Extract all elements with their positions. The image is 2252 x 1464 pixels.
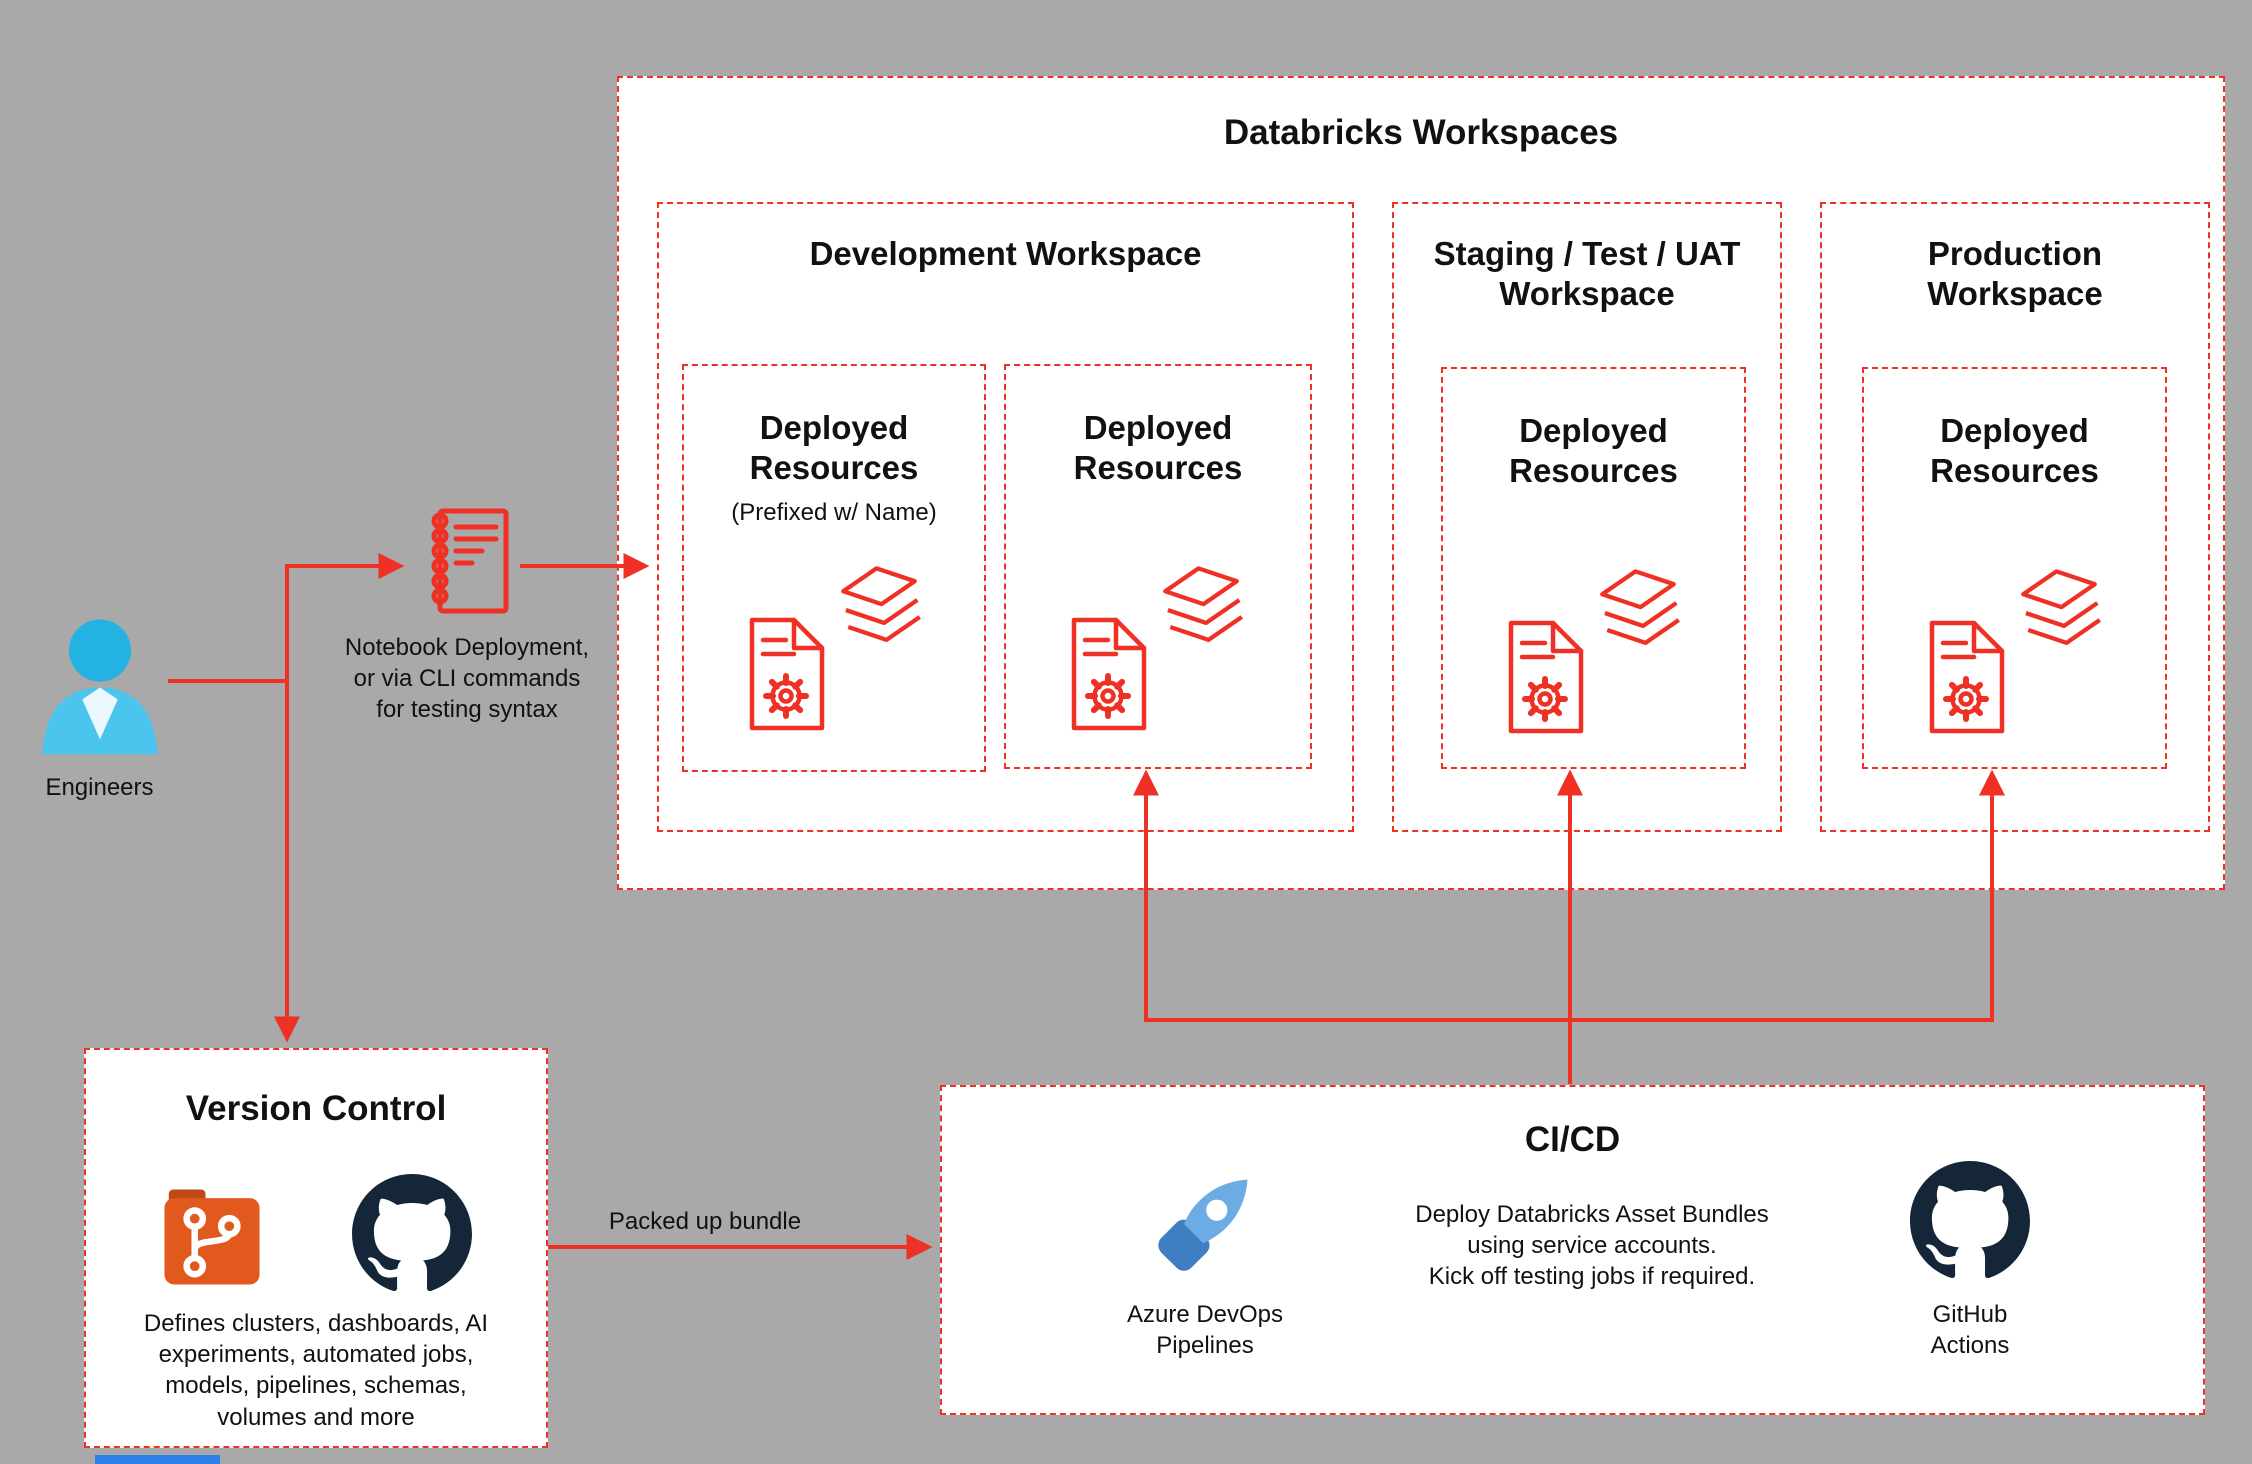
- version-control-panel: Version Control Defines clusters, dashbo…: [84, 1048, 548, 1448]
- bottom-edge-artifact: [95, 1455, 220, 1464]
- databricks-workspaces-panel: Databricks Workspaces Development Worksp…: [617, 76, 2225, 890]
- azure-devops-label: Azure DevOps Pipelines: [1126, 1301, 1284, 1360]
- packed-bundle-label: Packed up bundle: [608, 1208, 802, 1235]
- github-actions-icon: [1910, 1161, 2030, 1281]
- deployed-resources-box-dev: Deployed Resources: [1004, 364, 1312, 769]
- github-actions-label: GitHub Actions: [1930, 1301, 2010, 1360]
- resource-stack-icon: [1593, 565, 1688, 653]
- deployed-resources-title: Deployed Resources: [1509, 412, 1678, 489]
- document-gear-icon: [1495, 617, 1595, 737]
- version-control-title: Version Control: [185, 1089, 447, 1128]
- deployed-resources-title: Deployed Resources: [749, 409, 919, 486]
- staging-workspace-title: Staging / Test / UAT Workspace: [1433, 235, 1741, 312]
- version-control-description: Defines clusters, dashboards, AI experim…: [143, 1310, 489, 1431]
- deployed-resources-box-dev-prefixed: Deployed Resources (Prefixed w/ Name): [682, 364, 986, 772]
- development-workspace-title: Development Workspace: [809, 235, 1202, 272]
- resource-stack-icon: [834, 562, 929, 650]
- azure-devops-pipelines-icon: [1150, 1171, 1256, 1277]
- deployed-resources-title: Deployed Resources: [1073, 409, 1243, 486]
- production-workspace-panel: Production Workspace Deployed Resources: [1820, 202, 2210, 832]
- github-icon: [352, 1174, 472, 1294]
- databricks-workspaces-title: Databricks Workspaces: [1223, 113, 1619, 152]
- cicd-description: Deploy Databricks Asset Bundles using se…: [1415, 1201, 1769, 1291]
- document-gear-icon: [736, 614, 836, 734]
- engineers-figure: Engineers: [22, 612, 177, 802]
- deployed-resources-title: Deployed Resources: [1930, 412, 2099, 489]
- cicd-title: CI/CD: [1524, 1120, 1621, 1159]
- resource-stack-icon: [1156, 562, 1251, 650]
- notebook-icon: [412, 505, 516, 617]
- development-workspace-panel: Development Workspace Deployed Resources…: [657, 202, 1354, 832]
- deployed-resources-subtitle: (Prefixed w/ Name): [731, 499, 937, 527]
- resource-stack-icon: [2014, 565, 2109, 653]
- production-workspace-title: Production Workspace: [1927, 235, 2103, 312]
- document-gear-icon: [1916, 617, 2016, 737]
- git-icon: [158, 1182, 266, 1292]
- document-gear-icon: [1058, 614, 1158, 734]
- deployed-resources-box-production: Deployed Resources: [1862, 367, 2167, 769]
- notebook-caption: Notebook Deployment, or via CLI commands…: [344, 634, 590, 724]
- cicd-panel: CI/CD Azure DevOps Pipelines Deploy Data…: [940, 1085, 2205, 1415]
- staging-workspace-panel: Staging / Test / UAT Workspace Deployed …: [1392, 202, 1782, 832]
- person-icon: [22, 612, 177, 766]
- engineers-label: Engineers: [45, 774, 154, 801]
- deployed-resources-box-staging: Deployed Resources: [1441, 367, 1746, 769]
